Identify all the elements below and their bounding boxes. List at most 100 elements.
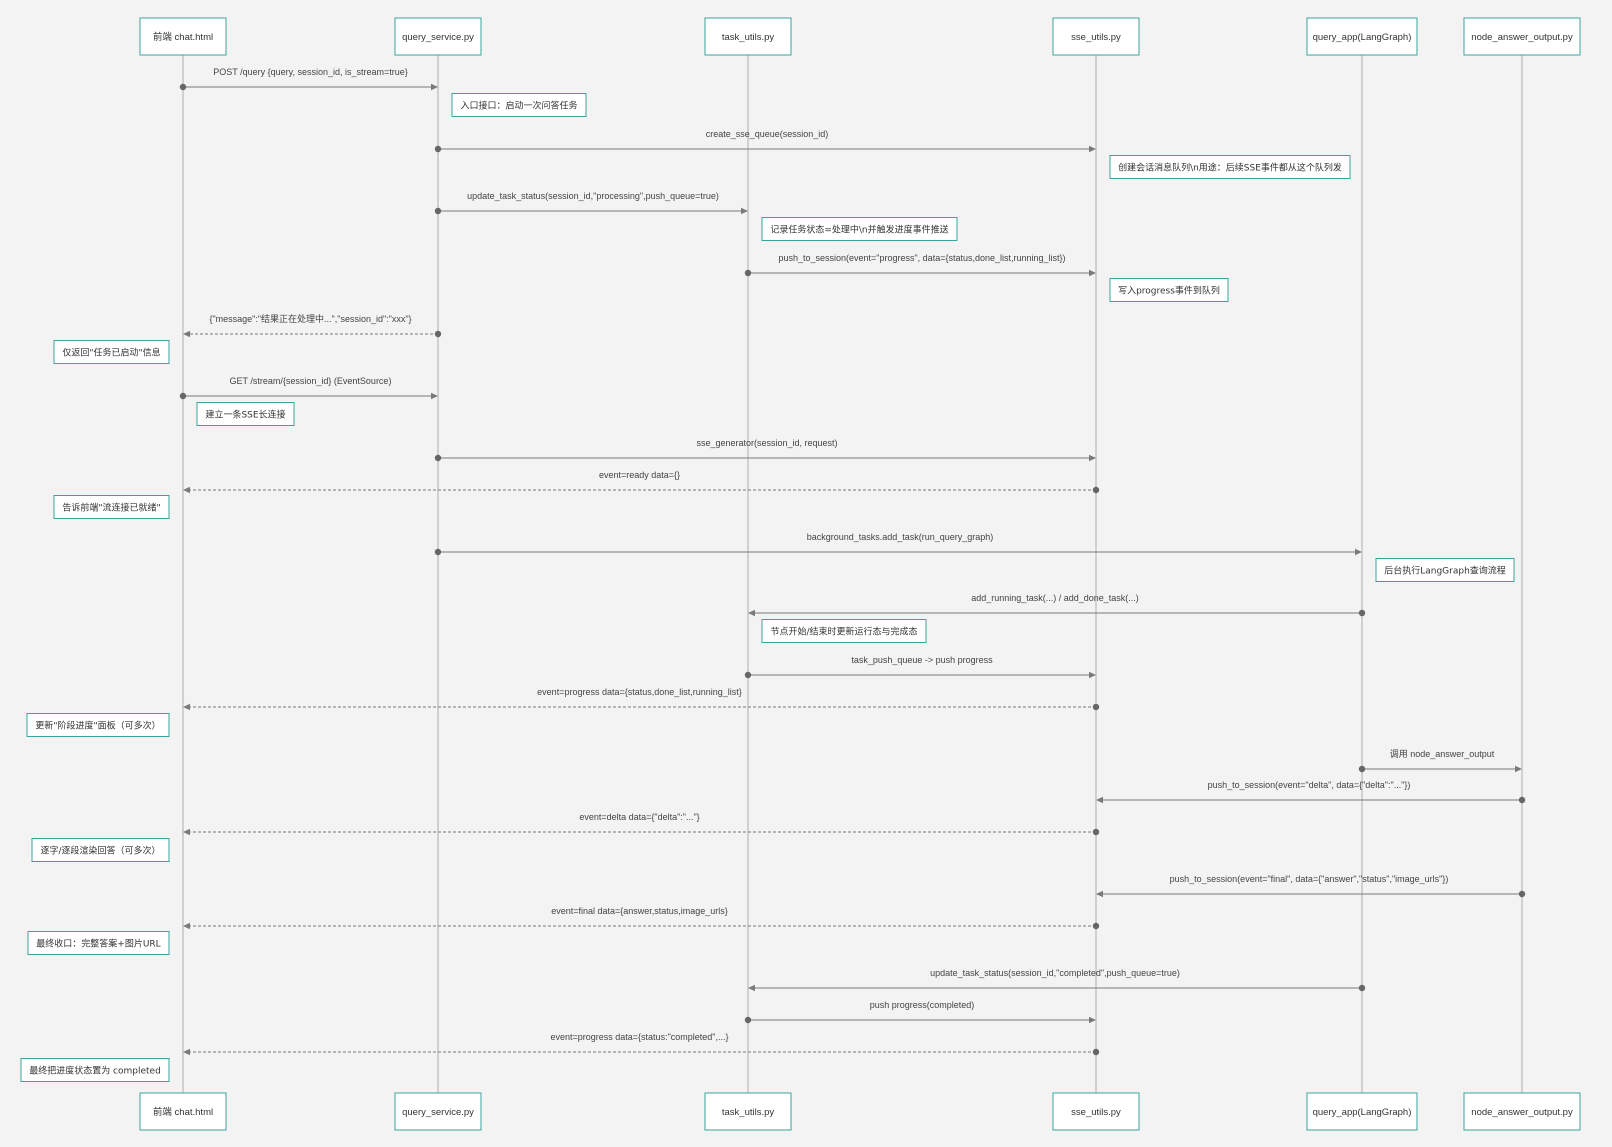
actor-label: 前端 chat.html xyxy=(153,1106,213,1118)
note-text: 告诉前端"流连接已就绪" xyxy=(62,502,160,514)
message-8: background_tasks.add_task(run_query_grap… xyxy=(434,532,1362,556)
message-label: event=ready data={} xyxy=(599,470,680,480)
note-8: 节点开始/结束时更新运行态与完成态 xyxy=(761,619,927,643)
message-origin-dot xyxy=(744,671,752,679)
message-origin-dot xyxy=(1092,922,1100,930)
message-origin-dot xyxy=(1358,609,1366,617)
message-origin-dot xyxy=(1092,486,1100,494)
note-9: 更新"阶段进度"面板（可多次） xyxy=(26,713,170,737)
note-text: 节点开始/结束时更新运行态与完成态 xyxy=(770,626,917,638)
actor-label: node_answer_output.py xyxy=(1471,1107,1573,1118)
message-origin-dot xyxy=(1092,828,1100,836)
actor-box-chat-top: 前端 chat.html xyxy=(139,17,227,56)
actor-box-qa-top: query_app(LangGraph) xyxy=(1306,17,1418,56)
message-label: add_running_task(...) / add_done_task(..… xyxy=(971,593,1139,603)
arrowhead-icon xyxy=(1089,269,1096,277)
note-4: 仅返回"任务已启动"信息 xyxy=(53,340,170,364)
note-2: 记录任务状态=处理中\n并触发进度事件推送 xyxy=(761,217,958,241)
message-label: POST /query {query, session_id, is_strea… xyxy=(213,67,408,77)
message-label: task_push_queue -> push progress xyxy=(851,655,993,665)
message-label: push progress(completed) xyxy=(870,1000,975,1010)
arrowhead-icon xyxy=(183,922,190,930)
arrowhead-icon xyxy=(1089,454,1096,462)
arrowhead-icon xyxy=(1089,1016,1096,1024)
message-0: POST /query {query, session_id, is_strea… xyxy=(179,67,438,91)
note-text: 入口接口：启动一次问答任务 xyxy=(460,100,577,112)
actor-box-tu-bottom: task_utils.py xyxy=(704,1092,792,1131)
message-4: {"message":"结果正在处理中...","session_id":"xx… xyxy=(183,313,442,338)
message-9: add_running_task(...) / add_done_task(..… xyxy=(748,593,1366,617)
note-text: 建立一条SSE长连接 xyxy=(205,409,285,421)
note-12: 最终把进度状态置为 completed xyxy=(20,1058,170,1082)
arrowhead-icon xyxy=(748,984,755,992)
message-origin-dot xyxy=(434,454,442,462)
message-origin-dot xyxy=(179,83,187,91)
message-label: {"message":"结果正在处理中...","session_id":"xx… xyxy=(209,313,411,324)
actor-box-nao-top: node_answer_output.py xyxy=(1463,17,1581,56)
actor-box-chat-bottom: 前端 chat.html xyxy=(139,1092,227,1131)
arrowhead-icon xyxy=(748,609,755,617)
note-text: 写入progress事件到队列 xyxy=(1118,285,1220,297)
note-10: 逐字/逐段渲染回答（可多次） xyxy=(31,838,170,862)
arrowhead-icon xyxy=(183,1048,190,1056)
actor-box-qa-bottom: query_app(LangGraph) xyxy=(1306,1092,1418,1131)
actor-label: node_answer_output.py xyxy=(1471,32,1573,43)
note-text: 更新"阶段进度"面板（可多次） xyxy=(35,720,160,732)
actor-box-tu-top: task_utils.py xyxy=(704,17,792,56)
message-16: event=final data={answer,status,image_ur… xyxy=(183,906,1100,930)
message-label: event=progress data={status,done_list,ru… xyxy=(537,687,742,697)
actor-label: query_service.py xyxy=(402,1107,474,1118)
note-text: 记录任务状态=处理中\n并触发进度事件推送 xyxy=(770,224,948,236)
arrowhead-icon xyxy=(1096,796,1103,804)
actor-box-qs-top: query_service.py xyxy=(394,17,482,56)
message-origin-dot xyxy=(1358,984,1366,992)
actor-box-su-bottom: sse_utils.py xyxy=(1052,1092,1140,1131)
message-label: background_tasks.add_task(run_query_grap… xyxy=(807,532,994,542)
message-origin-dot xyxy=(1358,765,1366,773)
message-origin-dot xyxy=(179,392,187,400)
message-7: event=ready data={} xyxy=(183,470,1100,494)
actor-box-qs-bottom: query_service.py xyxy=(394,1092,482,1131)
message-origin-dot xyxy=(1518,890,1526,898)
message-origin-dot xyxy=(434,330,442,338)
message-label: event=final data={answer,status,image_ur… xyxy=(551,906,728,916)
message-1: create_sse_queue(session_id) xyxy=(434,129,1096,153)
arrowhead-icon xyxy=(1515,765,1522,773)
note-5: 建立一条SSE长连接 xyxy=(196,402,295,426)
message-label: GET /stream/{session_id} (EventSource) xyxy=(230,376,392,386)
actor-label: sse_utils.py xyxy=(1071,32,1121,43)
actor-label: query_app(LangGraph) xyxy=(1313,1107,1412,1118)
message-2: update_task_status(session_id,"processin… xyxy=(434,191,748,215)
note-1: 创建会话消息队列\n用途：后续SSE事件都从这个队列发 xyxy=(1109,155,1351,179)
note-text: 最终把进度状态置为 completed xyxy=(29,1065,161,1077)
message-origin-dot xyxy=(1518,796,1526,804)
actor-label: query_service.py xyxy=(402,32,474,43)
message-label: 调用 node_answer_output xyxy=(1390,749,1495,759)
message-18: push progress(completed) xyxy=(744,1000,1096,1024)
message-10: task_push_queue -> push progress xyxy=(744,655,1096,679)
message-11: event=progress data={status,done_list,ru… xyxy=(183,687,1100,711)
message-label: push_to_session(event="delta", data={"de… xyxy=(1208,780,1411,790)
actor-label: 前端 chat.html xyxy=(153,31,213,43)
arrowhead-icon xyxy=(741,207,748,215)
message-origin-dot xyxy=(434,548,442,556)
arrowhead-icon xyxy=(183,828,190,836)
note-0: 入口接口：启动一次问答任务 xyxy=(451,93,587,117)
message-label: update_task_status(session_id,"processin… xyxy=(467,191,719,201)
note-3: 写入progress事件到队列 xyxy=(1109,278,1229,302)
message-origin-dot xyxy=(1092,1048,1100,1056)
note-text: 最终收口：完整答案+图片URL xyxy=(36,938,160,950)
note-text: 仅返回"任务已启动"信息 xyxy=(62,347,160,359)
arrowhead-icon xyxy=(183,330,190,338)
message-3: push_to_session(event="progress", data={… xyxy=(744,253,1096,277)
note-6: 告诉前端"流连接已就绪" xyxy=(53,495,170,519)
message-17: update_task_status(session_id,"completed… xyxy=(748,968,1366,992)
arrowhead-icon xyxy=(1089,671,1096,679)
arrowhead-icon xyxy=(431,392,438,400)
message-label: event=delta data={"delta":"..."} xyxy=(579,812,699,822)
message-label: update_task_status(session_id,"completed… xyxy=(930,968,1180,978)
message-origin-dot xyxy=(744,269,752,277)
actor-box-su-top: sse_utils.py xyxy=(1052,17,1140,56)
